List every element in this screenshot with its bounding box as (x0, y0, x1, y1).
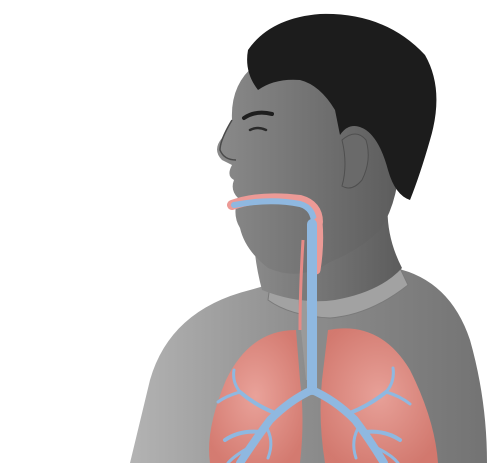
respiratory-illustration (0, 0, 487, 463)
illustration-canvas (0, 0, 487, 463)
